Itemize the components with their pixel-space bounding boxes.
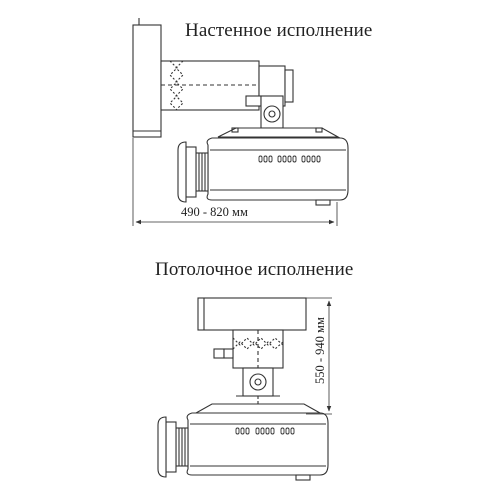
wall-dimension-label: 490 - 820 мм: [181, 205, 248, 219]
lens-ceiling: [157, 416, 189, 478]
lens-wall: [177, 141, 209, 203]
ball-joint-ceiling: [249, 373, 267, 391]
wall-plate: [132, 24, 162, 138]
extension-arm: [160, 60, 260, 111]
projector-body-wall: [206, 137, 349, 206]
projector-body-ceiling: [186, 412, 329, 481]
wall-mount-title: Настенное исполнение: [185, 20, 373, 41]
ceiling-mount-drawing: [157, 297, 332, 481]
ceiling-dimension-label: 550 - 940 мм: [313, 317, 327, 384]
ball-joint: [263, 105, 281, 123]
ceiling-mount-title: Потолочное исполнение: [155, 259, 354, 280]
ceiling-plate: [197, 297, 307, 331]
extension-pole: [232, 329, 284, 369]
wall-mount-drawing: [132, 18, 349, 226]
